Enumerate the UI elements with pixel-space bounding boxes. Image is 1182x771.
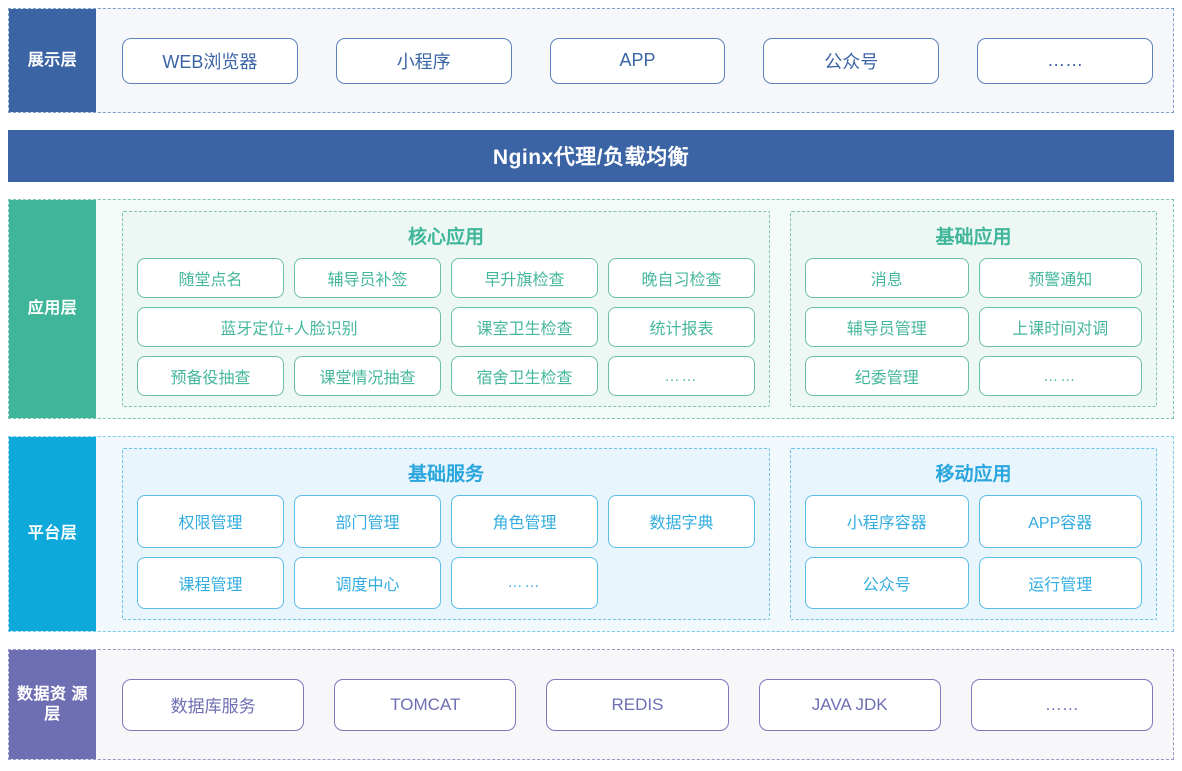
- application-layer-label: 应用层: [9, 200, 96, 418]
- core-app-more[interactable]: ……: [608, 356, 755, 396]
- platform-role-management[interactable]: 角色管理: [451, 495, 598, 548]
- basic-app-more[interactable]: ……: [978, 356, 1142, 396]
- base-service-grid: 权限管理 部门管理 角色管理 数据字典 课程管理 调度中心 ……: [137, 495, 755, 609]
- mobile-app-container[interactable]: APP容器: [978, 495, 1142, 548]
- presentation-layer-label: 展示层: [9, 9, 96, 112]
- presentation-item-app[interactable]: APP: [549, 37, 726, 84]
- presentation-layer: 展示层 WEB浏览器 小程序 APP 公众号 ……: [8, 8, 1174, 113]
- base-service-title: 基础服务: [407, 464, 484, 485]
- data-resource-layer-label: 数据资 源层: [9, 650, 96, 759]
- nginx-proxy-bar: Nginx代理/负载均衡: [8, 130, 1174, 182]
- core-app-reserve-duty-spot-check[interactable]: 预备役抽查: [137, 356, 284, 396]
- core-app-counselor-supplementary-sign[interactable]: 辅导员补签: [294, 258, 441, 298]
- platform-data-dictionary[interactable]: 数据字典: [608, 495, 755, 548]
- core-app-evening-study-inspection[interactable]: 晚自习检查: [608, 258, 755, 298]
- data-item-tomcat[interactable]: TOMCAT: [334, 678, 517, 731]
- mobile-application-group: 移动应用 小程序容器 APP容器 公众号 运行管理: [790, 448, 1157, 620]
- data-item-redis[interactable]: REDIS: [546, 678, 729, 731]
- basic-application-group: 基础应用 消息 预警通知 辅导员管理 上课时间对调 纪委管理 ……: [790, 211, 1157, 407]
- presentation-layer-body: WEB浏览器 小程序 APP 公众号 ……: [96, 9, 1173, 112]
- basic-application-title: 基础应用: [935, 227, 1012, 248]
- core-app-class-situation-spot-check[interactable]: 课堂情况抽查: [294, 356, 441, 396]
- platform-course-management[interactable]: 课程管理: [137, 556, 284, 609]
- core-app-classroom-hygiene-inspection[interactable]: 课室卫生检查: [451, 307, 598, 347]
- basic-app-class-time-swap[interactable]: 上课时间对调: [978, 307, 1142, 347]
- basic-app-discipline-committee-management[interactable]: 纪委管理: [805, 356, 969, 396]
- platform-scheduling-center[interactable]: 调度中心: [294, 556, 441, 609]
- core-app-roll-call[interactable]: 随堂点名: [137, 258, 284, 298]
- data-resource-layer-body: 数据库服务 TOMCAT REDIS JAVA JDK ……: [96, 650, 1173, 759]
- core-app-bluetooth-face-recognition[interactable]: 蓝牙定位+人脸识别: [137, 307, 441, 347]
- mobile-official-account[interactable]: 公众号: [805, 556, 969, 609]
- platform-base-service-more[interactable]: ……: [451, 556, 598, 609]
- core-application-grid: 随堂点名 辅导员补签 早升旗检查 晚自习检查 蓝牙定位+人脸识别 课室卫生检查 …: [137, 258, 755, 396]
- data-resource-layer: 数据资 源层 数据库服务 TOMCAT REDIS JAVA JDK ……: [8, 649, 1174, 760]
- platform-layer-label: 平台层: [9, 437, 96, 631]
- mobile-application-grid: 小程序容器 APP容器 公众号 运行管理: [805, 495, 1142, 609]
- basic-app-warning-notification[interactable]: 预警通知: [978, 258, 1142, 298]
- data-item-java-jdk[interactable]: JAVA JDK: [758, 678, 941, 731]
- application-layer-body: 核心应用 随堂点名 辅导员补签 早升旗检查 晚自习检查 蓝牙定位+人脸识别 课室…: [96, 200, 1173, 418]
- core-app-dorm-hygiene-inspection[interactable]: 宿舍卫生检查: [451, 356, 598, 396]
- application-layer: 应用层 核心应用 随堂点名 辅导员补签 早升旗检查 晚自习检查 蓝牙定位+人脸识…: [8, 199, 1174, 419]
- mobile-miniprogram-container[interactable]: 小程序容器: [805, 495, 969, 548]
- basic-app-counselor-management[interactable]: 辅导员管理: [805, 307, 969, 347]
- platform-department-management[interactable]: 部门管理: [294, 495, 441, 548]
- data-item-database-service[interactable]: 数据库服务: [122, 678, 305, 731]
- platform-layer: 平台层 基础服务 权限管理 部门管理 角色管理 数据字典 课程管理 调度中心 ……: [8, 436, 1174, 632]
- basic-app-message[interactable]: 消息: [805, 258, 969, 298]
- mobile-application-title: 移动应用: [935, 464, 1012, 485]
- presentation-item-miniprogram[interactable]: 小程序: [335, 37, 512, 84]
- base-service-group: 基础服务 权限管理 部门管理 角色管理 数据字典 课程管理 调度中心 ……: [122, 448, 770, 620]
- platform-permission-management[interactable]: 权限管理: [137, 495, 284, 548]
- core-app-statistical-report[interactable]: 统计报表: [608, 307, 755, 347]
- presentation-item-web-browser[interactable]: WEB浏览器: [122, 37, 298, 84]
- data-item-more[interactable]: ……: [970, 678, 1154, 731]
- platform-layer-body: 基础服务 权限管理 部门管理 角色管理 数据字典 课程管理 调度中心 …… 移动…: [96, 437, 1173, 631]
- presentation-item-official-account[interactable]: 公众号: [763, 37, 940, 84]
- core-application-group: 核心应用 随堂点名 辅导员补签 早升旗检查 晚自习检查 蓝牙定位+人脸识别 课室…: [122, 211, 770, 407]
- mobile-operation-management[interactable]: 运行管理: [978, 556, 1142, 609]
- presentation-item-more[interactable]: ……: [977, 37, 1153, 84]
- basic-application-grid: 消息 预警通知 辅导员管理 上课时间对调 纪委管理 ……: [805, 258, 1142, 396]
- core-application-title: 核心应用: [407, 227, 484, 248]
- core-app-morning-flag-inspection[interactable]: 早升旗检查: [451, 258, 598, 298]
